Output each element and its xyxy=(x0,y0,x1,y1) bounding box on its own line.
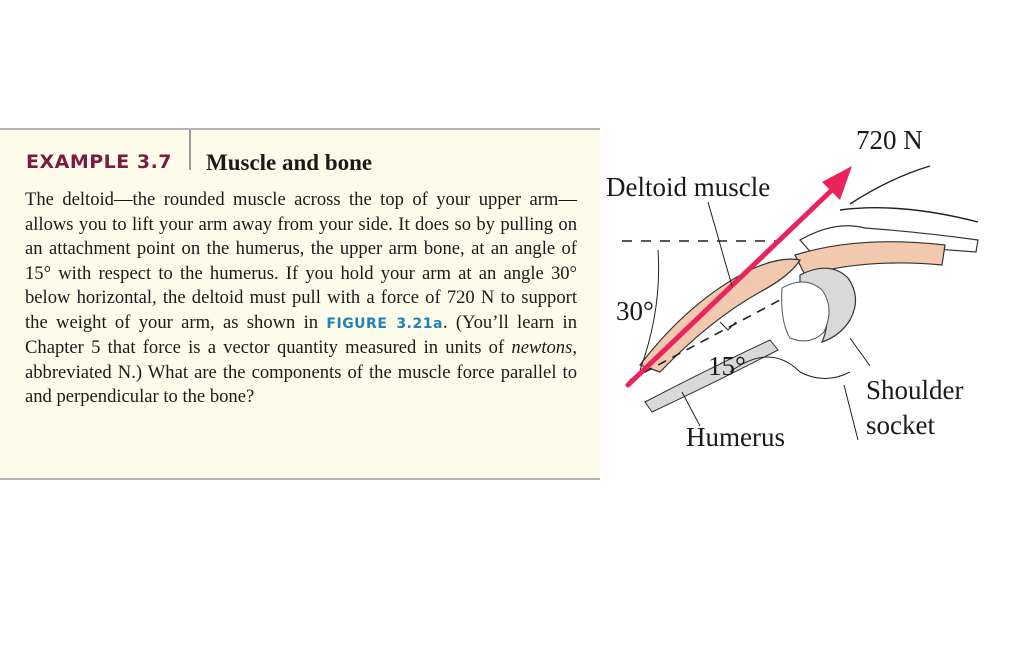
socket-label-line1: Shoulder xyxy=(866,375,964,405)
shoulder-outline-2 xyxy=(839,207,979,223)
figure-link[interactable]: FIGURE 3.21a xyxy=(326,315,443,332)
deltoid-muscle xyxy=(639,258,801,373)
angle-30-label: 30° xyxy=(616,296,654,326)
body-text-3: , abbreviated N.) What are the component… xyxy=(25,337,577,407)
example-label: EXAMPLE 3.7 xyxy=(26,151,173,173)
right-angle-marker xyxy=(719,321,737,331)
title-divider xyxy=(189,130,191,170)
deltoid-muscle-band xyxy=(794,241,946,276)
deltoid-figure: 720 N Deltoid muscle 30° 15° Humerus Sho… xyxy=(606,125,979,452)
force-arrow-shaft xyxy=(625,185,837,388)
socket-label-line2: socket xyxy=(866,410,935,440)
example-title: Muscle and bone xyxy=(206,150,373,175)
body-text-2: . (You’ll learn in Chapter 5 that force … xyxy=(25,311,577,359)
skin-lower-line xyxy=(729,356,851,379)
body-italic: newtons xyxy=(511,337,573,358)
example-body: The deltoid—the rounded muscle across th… xyxy=(25,188,577,410)
socket-leader xyxy=(849,337,871,367)
body-text-1: The deltoid—the rounded muscle across th… xyxy=(25,189,577,333)
shoulder-outline xyxy=(849,165,931,205)
example-box xyxy=(0,128,600,480)
angle-15-label: 15° xyxy=(708,351,746,381)
humerus-bone xyxy=(644,339,779,413)
humerus-axis-line xyxy=(629,299,781,381)
muscle-label: Deltoid muscle xyxy=(606,172,770,202)
angle-arc-30 xyxy=(639,249,660,371)
humeral-head xyxy=(781,281,830,342)
humerus-label: Humerus xyxy=(686,422,785,452)
force-arrow-head xyxy=(822,166,852,200)
muscle-leader xyxy=(707,201,733,287)
socket-leader-2 xyxy=(843,384,859,441)
humerus-leader xyxy=(681,391,701,427)
force-label: 720 N xyxy=(856,125,923,155)
